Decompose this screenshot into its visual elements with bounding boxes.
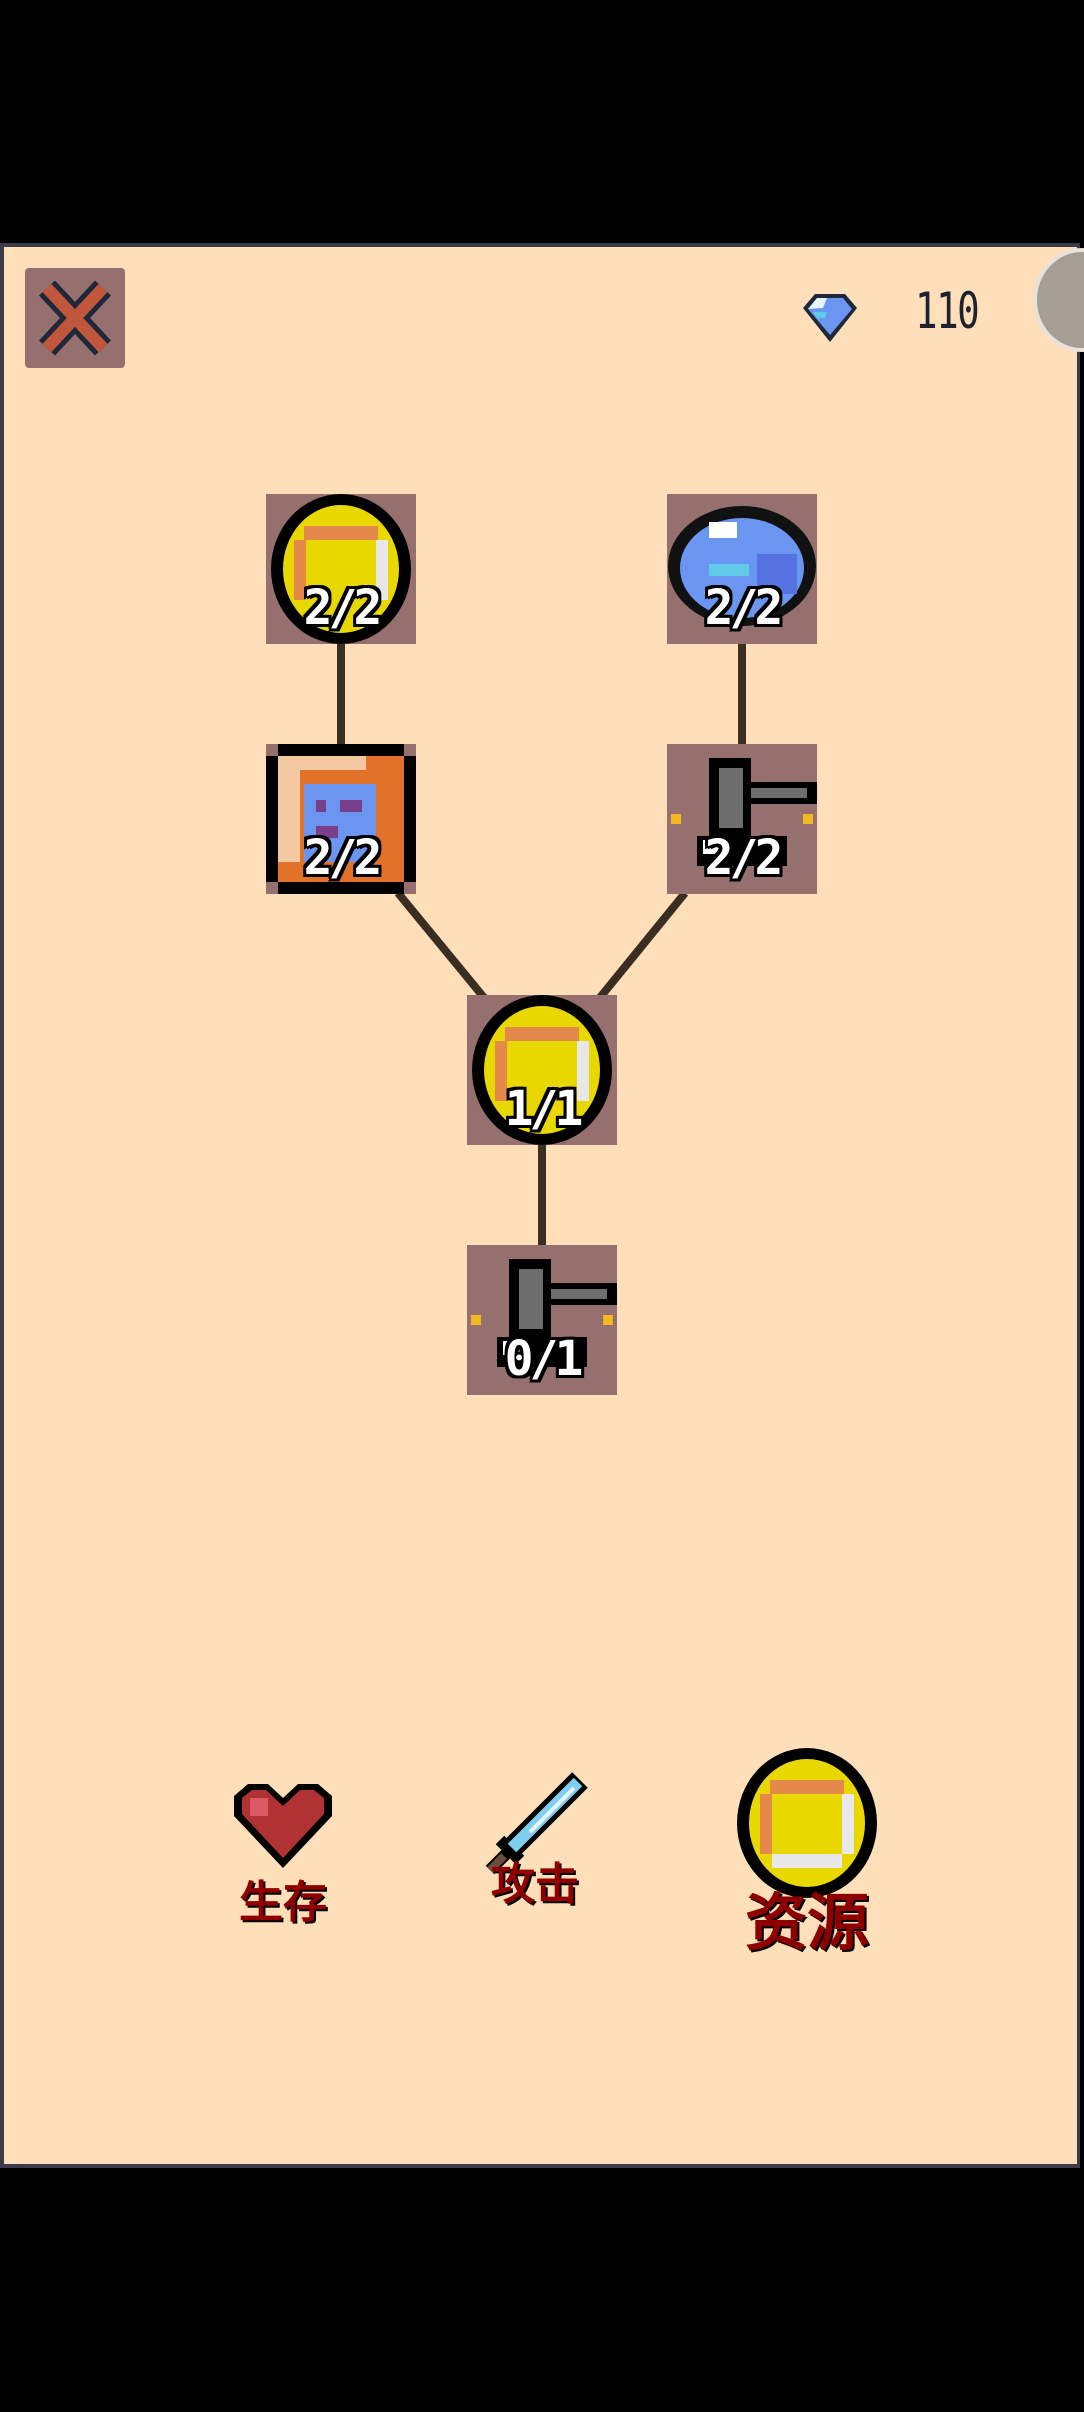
node-level: 2/2: [303, 830, 383, 886]
node-level: 2/2: [704, 580, 784, 636]
blue-gem-icon: [803, 294, 857, 342]
node-level: 2/2: [303, 580, 383, 636]
gold-coin-icon: [472, 995, 612, 1145]
tab-attack[interactable]: 攻击: [465, 1770, 605, 1912]
skill-node-hammer-top[interactable]: 2/2: [667, 744, 817, 894]
connector: [394, 890, 490, 1003]
gem-count: 110: [915, 282, 980, 340]
close-button[interactable]: [25, 268, 125, 368]
heart-icon: [234, 1784, 332, 1868]
hammer-icon: [671, 758, 817, 866]
tab-label: 资源: [744, 1886, 869, 1959]
tab-survival[interactable]: 生存: [213, 1780, 353, 1930]
gold-coin-icon: [271, 494, 411, 644]
node-level: 1/1: [504, 1081, 584, 1137]
tab-label: 攻击: [491, 1859, 579, 1910]
gold-coin-icon: [737, 1748, 877, 1898]
skill-node-blue-orb[interactable]: 2/2: [667, 494, 817, 644]
hammer-icon: [471, 1259, 617, 1367]
skill-node-coin-mid[interactable]: 1/1: [467, 995, 617, 1145]
skill-node-hammer-bottom[interactable]: 0/1: [467, 1245, 617, 1395]
tab-label: 生存: [239, 1877, 327, 1928]
node-level: 0/1: [504, 1331, 584, 1387]
sword-icon: [485, 1772, 588, 1875]
skill-node-coin-top[interactable]: 2/2: [266, 494, 416, 644]
tab-resources[interactable]: 资源: [727, 1748, 887, 1962]
skill-node-book[interactable]: 2/2: [266, 744, 416, 894]
orange-book-icon: [266, 744, 416, 894]
close-x-icon: [38, 280, 112, 356]
blue-orb-icon: [668, 506, 816, 626]
node-level: 2/2: [704, 830, 784, 886]
connector: [594, 890, 689, 1003]
